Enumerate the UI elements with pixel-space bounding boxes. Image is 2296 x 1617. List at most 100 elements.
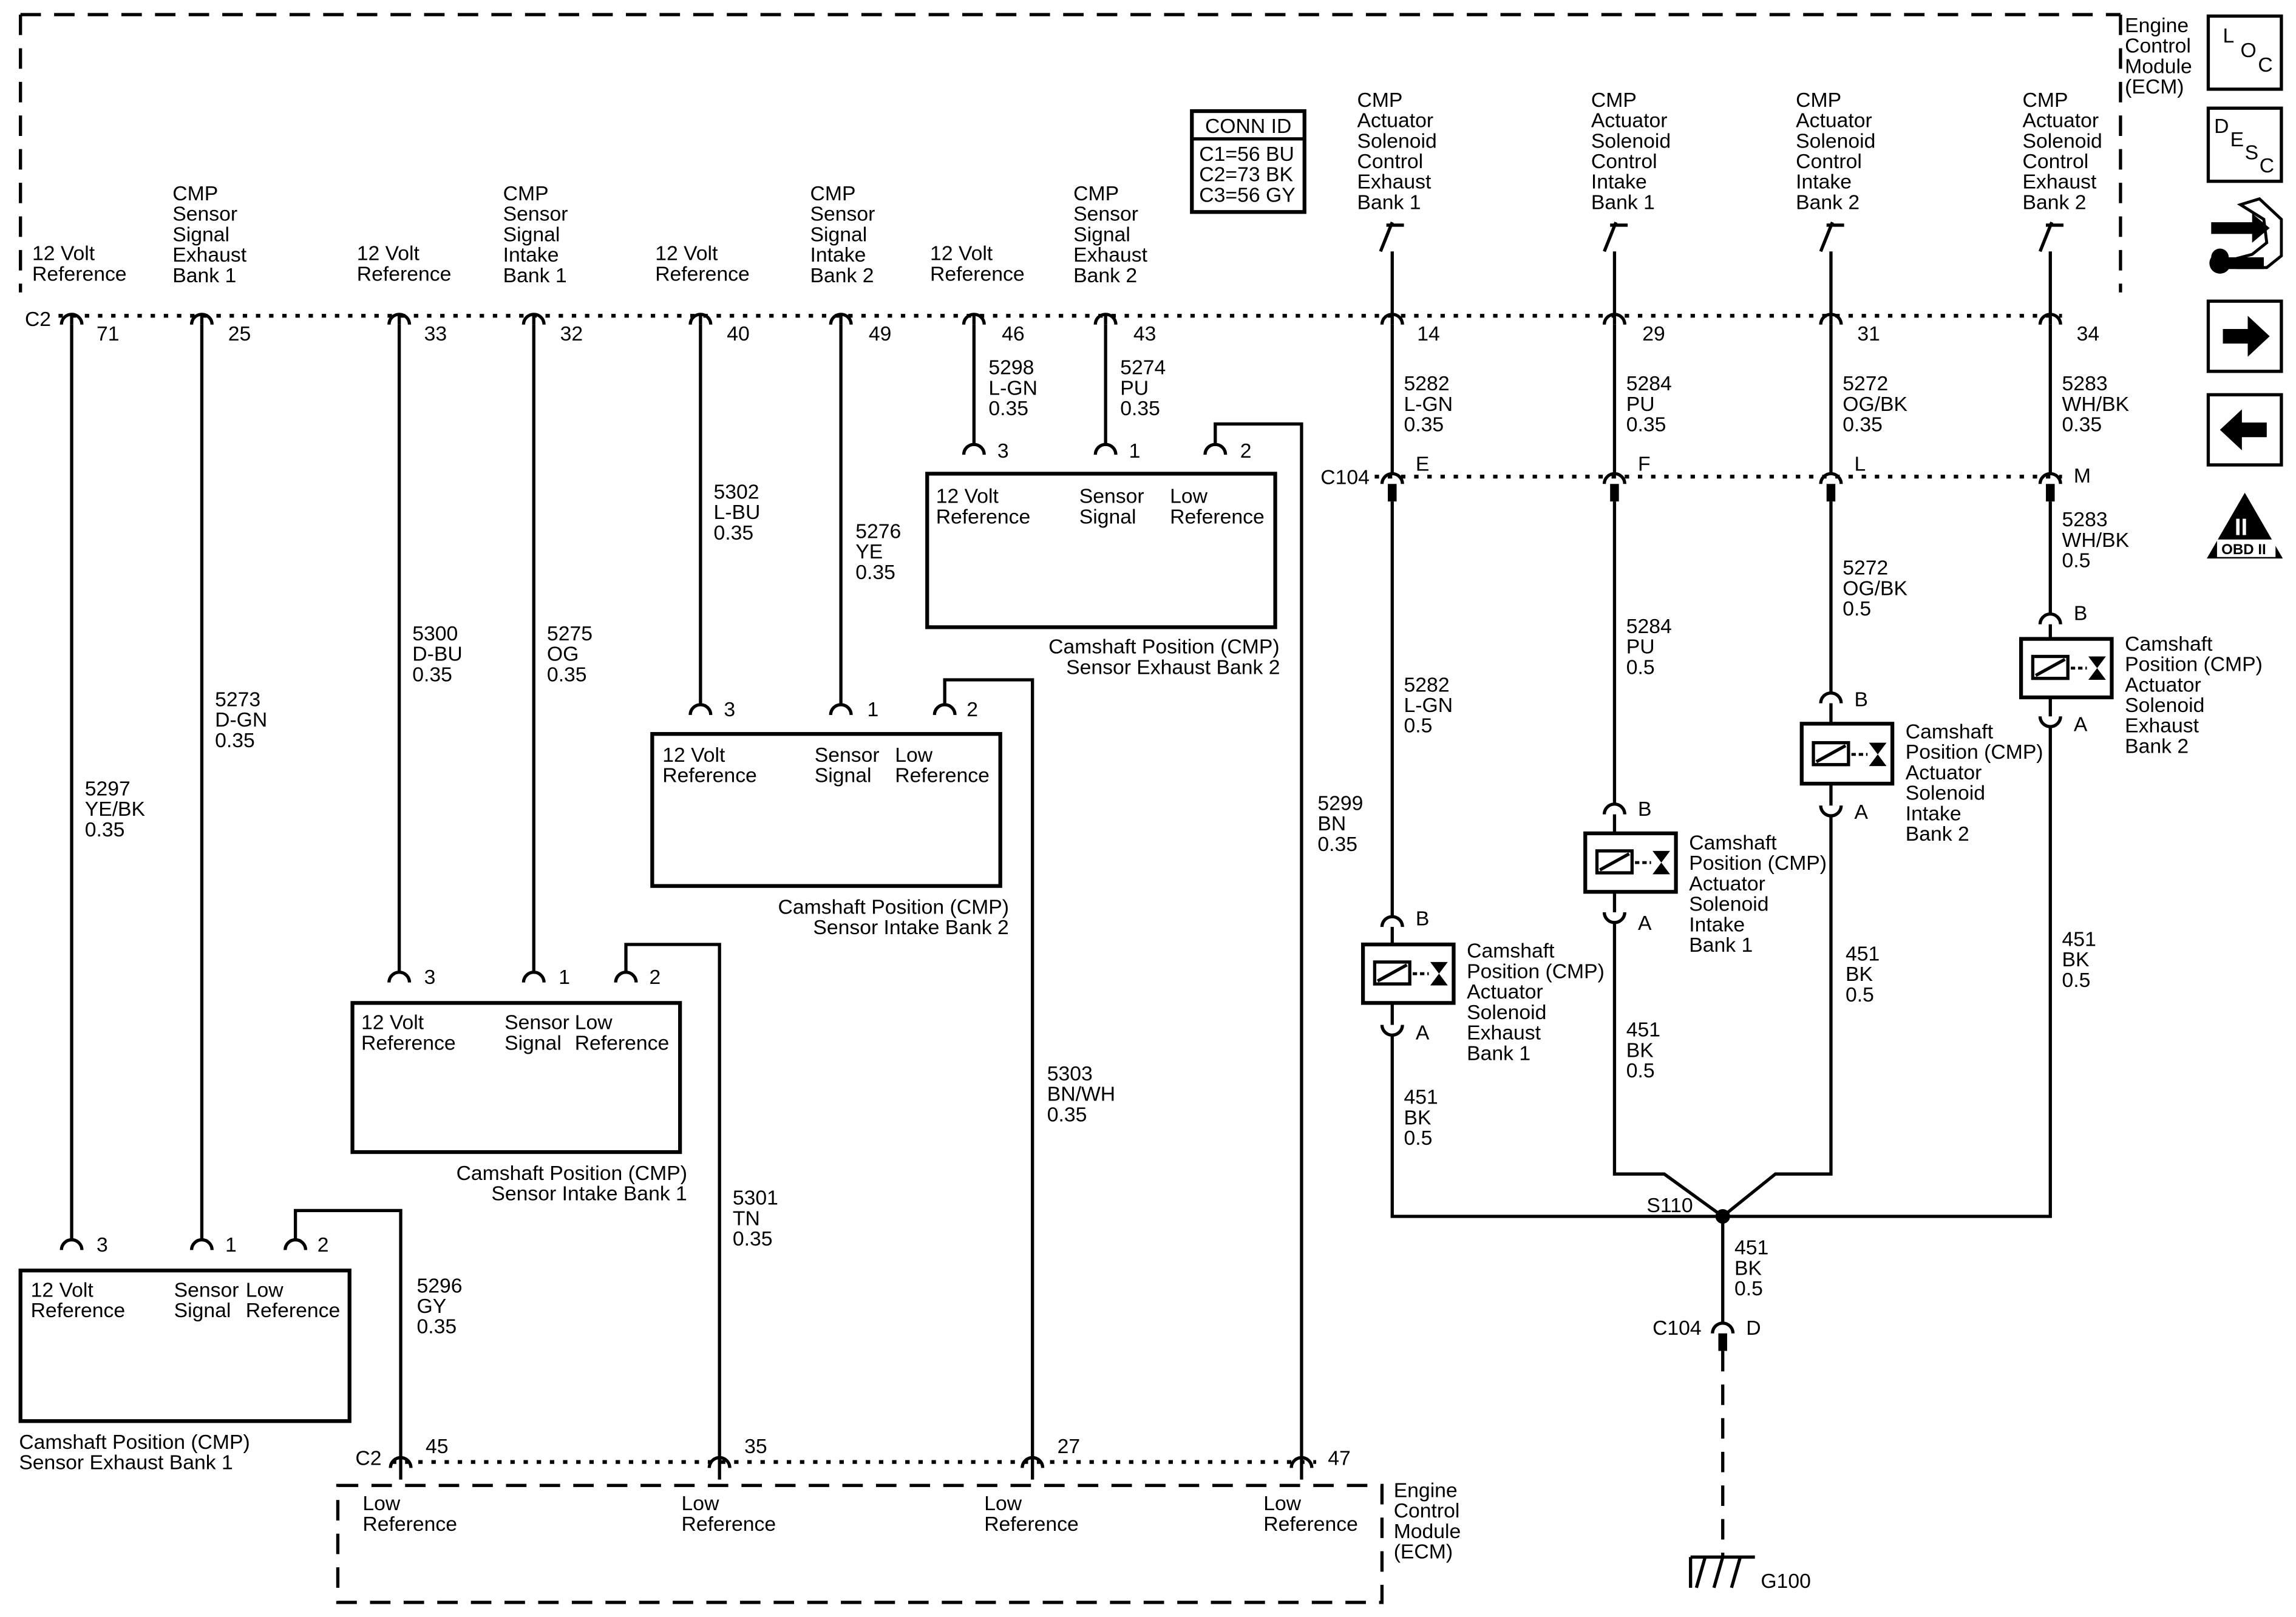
wrench-arrows-icon[interactable] — [2209, 197, 2283, 274]
cmp-actuator-solenoid-intake-bank-2: B A Camshaft Position (CMP) Actuator Sol… — [1799, 688, 2043, 846]
svg-text:0.35: 0.35 — [85, 818, 125, 841]
cmp-actuator-solenoid-exhaust-bank-2: B A Camshaft Position (CMP) Actuator Sol… — [2019, 602, 2263, 758]
svg-text:5302: 5302 — [714, 480, 759, 503]
svg-text:0.35: 0.35 — [1120, 397, 1160, 420]
cmp-sensor-intake-bank-1: 3 1 2 12 Volt Reference Sensor Signal Lo… — [350, 966, 687, 1205]
svg-text:Exhaust: Exhaust — [1357, 171, 1431, 194]
svg-text:2: 2 — [318, 1233, 329, 1256]
svg-text:5274: 5274 — [1120, 356, 1166, 379]
svg-text:CMP: CMP — [1796, 89, 1841, 112]
ground-g100-icon — [1689, 1555, 1755, 1588]
svg-text:F: F — [1638, 453, 1651, 476]
svg-text:Reference: Reference — [246, 1299, 341, 1322]
svg-text:5297: 5297 — [85, 777, 131, 800]
svg-text:Control: Control — [1357, 150, 1423, 173]
svg-text:0.5: 0.5 — [2062, 549, 2091, 572]
ecm-top-title: Engine Control Module (ECM) — [2125, 14, 2192, 98]
svg-text:Camshaft: Camshaft — [2125, 632, 2213, 656]
svg-text:WH/BK: WH/BK — [2062, 393, 2130, 416]
svg-text:C3=56 GY: C3=56 GY — [1199, 183, 1295, 206]
svg-text:Low: Low — [575, 1011, 613, 1034]
svg-text:47: 47 — [1328, 1446, 1351, 1470]
splice-s110: S110 — [1646, 1194, 1693, 1217]
actuator-wire-labels: 5282 L-GN 0.35 5284 PU 0.35 5272 OG/BK 0… — [1404, 372, 2130, 1300]
cmp-actuator-solenoid-intake-bank-1: B A Camshaft Position (CMP) Actuator Sol… — [1583, 798, 1827, 957]
svg-text:CONN ID: CONN ID — [1205, 115, 1291, 138]
svg-text:Sensor: Sensor — [504, 1011, 569, 1034]
svg-text:OBD II: OBD II — [2221, 541, 2266, 558]
signal-label-49: CMP Sensor Signal Intake Bank 2 — [810, 182, 875, 287]
desc-button[interactable]: D E S C — [2206, 106, 2283, 183]
svg-text:5275: 5275 — [547, 622, 593, 645]
signal-label-46: 12 Volt Reference — [930, 242, 1025, 286]
svg-text:0.5: 0.5 — [1404, 1127, 1433, 1150]
svg-text:BK: BK — [1626, 1039, 1654, 1062]
svg-text:5273: 5273 — [215, 688, 260, 711]
svg-text:Bank 1: Bank 1 — [1689, 934, 1753, 957]
obd-ii-button[interactable]: II OBD II — [2207, 492, 2283, 559]
svg-text:Solenoid: Solenoid — [2023, 129, 2102, 152]
svg-text:1: 1 — [225, 1233, 237, 1256]
svg-text:D: D — [2214, 115, 2229, 138]
svg-text:Actuator: Actuator — [2125, 673, 2201, 696]
svg-text:Control: Control — [1394, 1499, 1460, 1522]
svg-text:Camshaft Position (CMP): Camshaft Position (CMP) — [19, 1431, 250, 1454]
signal-label-14: CMP Actuator Solenoid Control Exhaust Ba… — [1357, 89, 1436, 214]
svg-text:Actuator: Actuator — [2023, 109, 2099, 132]
svg-text:Camshaft: Camshaft — [1467, 940, 1555, 963]
svg-text:Sensor: Sensor — [1079, 485, 1144, 508]
svg-text:L-GN: L-GN — [1404, 393, 1453, 416]
svg-text:PU: PU — [1626, 636, 1655, 659]
svg-text:L: L — [1855, 453, 1866, 476]
sensor-wiring — [70, 324, 1303, 1459]
signal-label-40: 12 Volt Reference — [655, 242, 750, 286]
svg-text:34: 34 — [2077, 322, 2100, 345]
svg-text:D: D — [1746, 1317, 1761, 1340]
svg-text:CMP: CMP — [810, 182, 856, 205]
loc-button[interactable]: L O C — [2206, 14, 2283, 91]
svg-text:0.35: 0.35 — [1626, 413, 1666, 436]
signal-label-29: CMP Actuator Solenoid Control Intake Ban… — [1591, 89, 1671, 214]
svg-text:Signal: Signal — [1073, 223, 1130, 246]
svg-text:A: A — [1855, 801, 1869, 824]
svg-text:C104: C104 — [1652, 1317, 1702, 1340]
svg-text:5299: 5299 — [1317, 792, 1363, 815]
svg-text:Sensor: Sensor — [503, 203, 568, 226]
svg-text:Low: Low — [362, 1492, 401, 1515]
svg-text:0.5: 0.5 — [1626, 1059, 1655, 1082]
previous-page-button[interactable] — [2206, 393, 2283, 467]
svg-text:0.35: 0.35 — [714, 521, 754, 544]
svg-text:L-BU: L-BU — [714, 501, 761, 524]
svg-text:0.5: 0.5 — [2062, 969, 2091, 992]
svg-text:12 Volt: 12 Volt — [936, 485, 999, 508]
svg-text:451: 451 — [1734, 1236, 1768, 1259]
svg-text:Intake: Intake — [1591, 171, 1647, 194]
svg-text:25: 25 — [228, 322, 251, 345]
svg-text:Intake: Intake — [810, 243, 866, 266]
svg-text:Reference: Reference — [655, 262, 750, 285]
output-switch-symbols — [1379, 222, 2063, 253]
svg-text:Bank 2: Bank 2 — [1073, 264, 1137, 287]
svg-text:E: E — [2230, 128, 2244, 151]
svg-text:Reference: Reference — [682, 1513, 776, 1536]
svg-text:Position (CMP): Position (CMP) — [1689, 852, 1827, 875]
svg-text:0.35: 0.35 — [417, 1315, 457, 1338]
svg-text:BK: BK — [2062, 948, 2090, 971]
svg-text:S: S — [2245, 141, 2259, 164]
arrow-right-icon — [2223, 316, 2270, 357]
actuator-wiring: C104 E F L M S110 C104 D — [1320, 324, 2091, 1593]
svg-text:0.35: 0.35 — [988, 397, 1028, 420]
svg-text:Camshaft Position (CMP): Camshaft Position (CMP) — [1048, 636, 1279, 659]
svg-text:YE/BK: YE/BK — [85, 798, 146, 821]
next-page-button[interactable] — [2206, 299, 2283, 373]
svg-text:BN: BN — [1317, 812, 1346, 835]
sensor-connector-cups — [59, 442, 1228, 1250]
svg-text:451: 451 — [1626, 1019, 1660, 1042]
svg-text:12 Volt: 12 Volt — [357, 242, 420, 265]
svg-text:45: 45 — [426, 1435, 449, 1458]
svg-text:Module: Module — [1394, 1520, 1461, 1543]
svg-text:Reference: Reference — [31, 1299, 126, 1322]
svg-text:5284: 5284 — [1626, 615, 1672, 638]
svg-text:0.35: 0.35 — [1317, 833, 1357, 856]
svg-text:12 Volt: 12 Volt — [31, 1279, 94, 1302]
